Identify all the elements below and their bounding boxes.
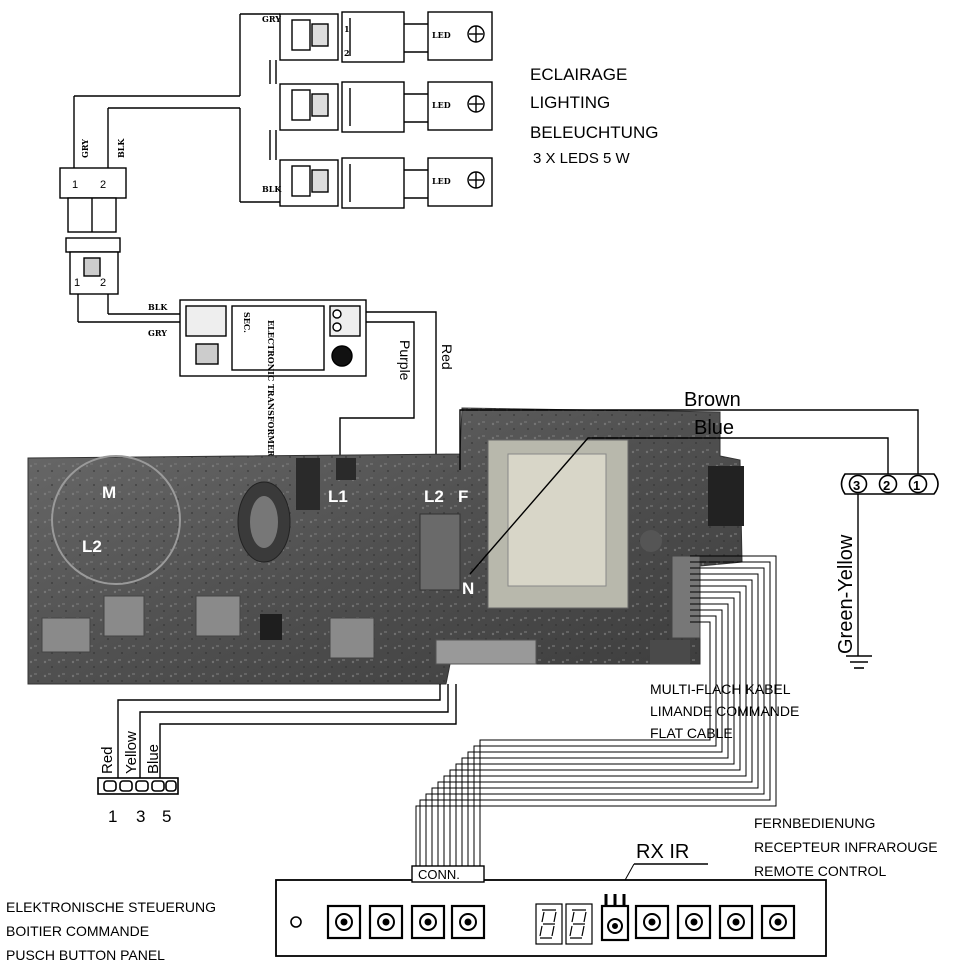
pin-1-top: 1: [344, 24, 350, 34]
blue-wire-label: Blue: [694, 417, 734, 439]
earth-ground-icon: [846, 655, 872, 669]
transformer-sec: SEC.: [242, 312, 252, 333]
wire-blk-cable: BLK: [116, 138, 126, 158]
socket-pin-2: 2: [100, 277, 106, 289]
pcb-label-m: M: [102, 483, 116, 502]
led-label-3: LED: [432, 176, 451, 186]
button-6[interactable]: [676, 904, 712, 940]
led-module-3: [279, 157, 493, 209]
terminal-1: 1: [913, 478, 920, 493]
electronic-transformer: [179, 299, 367, 377]
pcb-label-l2: L2: [424, 487, 444, 506]
flat-cable-de: MULTI-FLACH KABEL: [650, 681, 791, 697]
button-8[interactable]: [760, 904, 796, 940]
button-2[interactable]: [368, 904, 404, 940]
flat-cable-fr: LIMANDE COMMANDE: [650, 703, 799, 719]
conn-label: CONN.: [418, 867, 460, 882]
lighting-en: LIGHTING: [530, 93, 610, 112]
seven-segment-display: [535, 903, 593, 945]
lighting-fr: ECLAIRAGE: [530, 65, 627, 84]
terminal-2: 2: [883, 478, 890, 493]
pin-2-top: 2: [344, 48, 350, 58]
bottom-blue-label: Blue: [145, 744, 162, 774]
button-4[interactable]: [450, 904, 486, 940]
pcb-label-f: F: [458, 487, 468, 506]
transformer-output-wires: [339, 311, 437, 466]
led-module-1: [279, 11, 493, 63]
button-3[interactable]: [410, 904, 446, 940]
led-labels: LED LED LED GRY BLK GRY BLK 1 2: [80, 14, 451, 194]
pcb-label-l2-motor: L2: [82, 537, 102, 556]
brown-wire-label: Brown: [684, 389, 741, 411]
led-label-1: LED: [432, 30, 451, 40]
terminal-3: 3: [853, 478, 860, 493]
wire-gry-transformer: GRY: [148, 328, 167, 338]
control-pcb: [27, 407, 744, 685]
three-wire-cable: [117, 684, 457, 778]
panel-de: ELEKTRONISCHE STEUERUNG: [6, 899, 216, 915]
panel-buttons[interactable]: [326, 904, 796, 940]
mains-wires: [459, 409, 919, 656]
transformer-title: ELECTRONIC TRANSFORMER: [266, 320, 276, 457]
led-module-2: [279, 81, 493, 133]
lighting-de: BELEUCHTUNG: [530, 123, 658, 142]
rx-ir-label: RX IR: [636, 841, 689, 863]
button-5[interactable]: [634, 904, 670, 940]
connector-number-1: 1: [108, 807, 117, 826]
plug-pin-2: 2: [100, 179, 106, 191]
pcb-label-n: N: [462, 579, 474, 598]
connector-number-5: 5: [162, 807, 171, 826]
flat-cable: [415, 555, 777, 880]
green-yellow-wire-label: Green-Yellow: [835, 534, 857, 654]
plug-connector: 1 2 1 2: [59, 167, 180, 323]
wire-gry-cable: GRY: [80, 139, 90, 158]
flat-cable-en: FLAT CABLE: [650, 725, 733, 741]
bottom-yellow-label: Yellow: [123, 731, 140, 774]
remote-en: REMOTE CONTROL: [754, 863, 886, 879]
plug-pin-1: 1: [72, 179, 78, 191]
remote-de: FERNBEDIENUNG: [754, 815, 875, 831]
button-1[interactable]: [326, 904, 362, 940]
mains-terminal: [840, 473, 939, 495]
panel-fr: BOITIER COMMANDE: [6, 923, 149, 939]
pcb-label-l1: L1: [328, 487, 348, 506]
purple-wire-label: Purple: [397, 340, 413, 381]
bottom-red-label: Red: [99, 746, 116, 774]
button-7[interactable]: [718, 904, 754, 940]
connector-number-3: 3: [136, 807, 145, 826]
wire-gry-top: GRY: [262, 14, 281, 24]
wire-blk-transformer: BLK: [148, 302, 168, 312]
ir-receiver-icon: [600, 894, 630, 942]
red-wire-label: Red: [439, 344, 455, 370]
led-modules: [73, 11, 493, 209]
socket-pin-1: 1: [74, 277, 80, 289]
wire-blk-top: BLK: [262, 184, 282, 194]
remote-fr: RECEPTEUR INFRAROUGE: [754, 839, 938, 855]
lighting-spec: 3 X LEDS 5 W: [533, 150, 631, 167]
panel-en: PUSCH BUTTON PANEL: [6, 947, 165, 963]
led-label-2: LED: [432, 100, 451, 110]
three-pin-connector: [97, 777, 179, 795]
